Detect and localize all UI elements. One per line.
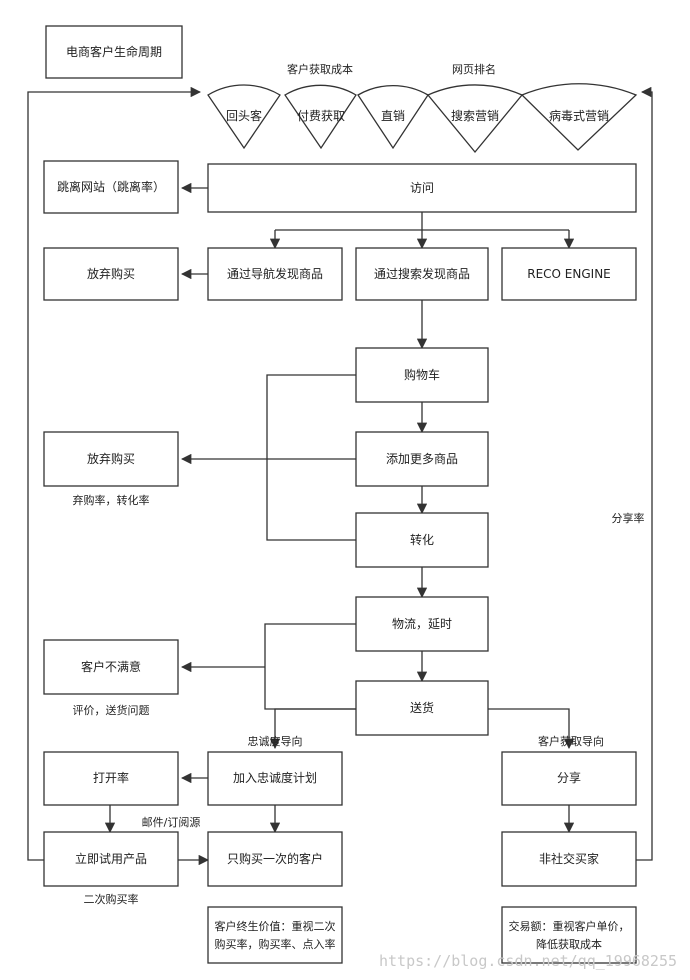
label-review-delivery: 评价，送货问题: [73, 703, 150, 717]
note-gmv-line1: 交易额：重视客户单价，: [509, 919, 630, 933]
label-abandon-conversion: 弃购率，转化率: [73, 493, 150, 507]
box-deliver-label: 送货: [410, 700, 434, 715]
box-logistics: [355, 596, 489, 652]
box-cart: [355, 347, 489, 403]
note-ltv: [207, 906, 343, 964]
box-addmore-label: 添加更多商品: [386, 451, 458, 466]
box-openrate-label: 打开率: [93, 770, 129, 785]
fan-paid: [284, 84, 357, 150]
channel-paid: 付费获取: [297, 109, 345, 123]
box-visit-label: 访问: [410, 181, 434, 195]
connector-logistics-bypass: [264, 623, 356, 710]
channel-viral: 病毒式营销: [549, 108, 609, 123]
box-search: [355, 247, 489, 301]
label-repurchase-rate: 二次购买率: [84, 892, 139, 906]
connector-cart-convert: [266, 374, 356, 541]
box-share-label: 分享: [557, 770, 581, 785]
box-abandon-2: [43, 431, 179, 487]
box-addmore: [355, 431, 489, 487]
box-unhappy-label: 客户不满意: [81, 659, 141, 674]
connector-loop-returning: [27, 86, 202, 861]
connector-deliver-loyalty: [269, 708, 356, 750]
box-search-label: 通过搜索发现商品: [374, 266, 470, 281]
channel-fans: [207, 83, 638, 154]
box-deliver: [355, 680, 489, 736]
box-nonsocial-label: 非社交买家: [539, 851, 599, 866]
box-cart-label: 购物车: [404, 367, 440, 382]
label-loyalty-oriented: 忠诚度导向: [248, 734, 303, 748]
channel-direct: 直销: [381, 109, 405, 123]
label-email-subscription: 邮件/订阅源: [142, 815, 201, 829]
box-share: [501, 751, 637, 806]
box-once: [207, 831, 343, 887]
connectors: [27, 86, 653, 866]
note-gmv-line2: 降低获取成本: [536, 937, 602, 951]
fan-viral: [520, 83, 638, 151]
note-ltv-line2: 购买率，购买率、点入率: [215, 937, 336, 951]
label-acquisition-oriented: 客户获取导向: [538, 734, 604, 748]
box-convert: [355, 512, 489, 568]
box-openrate: [43, 751, 179, 806]
channel-returning: 回头客: [226, 108, 262, 123]
fan-returning: [207, 84, 281, 150]
title-text: 电商客户生命周期: [66, 44, 162, 59]
box-trial-label: 立即试用产品: [75, 851, 147, 866]
channel-search: 搜索营销: [451, 108, 499, 123]
box-unhappy: [43, 639, 179, 695]
box-loyalty-label: 加入忠诚度计划: [233, 770, 317, 785]
label-share-rate: 分享率: [612, 511, 645, 525]
box-abandon-1-label: 放弃购买: [87, 266, 135, 281]
box-nonsocial: [501, 831, 637, 887]
label-page-rank: 网页排名: [452, 62, 496, 76]
connector-deliver-share: [488, 708, 575, 750]
connector-loop-sharing: [636, 86, 653, 861]
note-gmv: [501, 906, 637, 964]
box-reco-label: RECO ENGINE: [527, 267, 611, 281]
box-loyalty: [207, 751, 343, 806]
title-box: [45, 25, 183, 79]
label-acquisition-cost: 客户获取成本: [287, 62, 353, 76]
box-convert-label: 转化: [410, 532, 434, 547]
box-visit: [207, 163, 637, 213]
box-bounce: [43, 160, 179, 214]
box-logistics-label: 物流，延时: [392, 617, 452, 631]
box-nav: [207, 247, 343, 301]
box-once-label: 只购买一次的客户: [227, 851, 323, 866]
box-abandon-2-label: 放弃购买: [87, 451, 135, 466]
watermark-text: https://blog.csdn.net/qq_19968255: [379, 952, 677, 970]
box-bounce-label: 跳离网站（跳离率）: [57, 179, 165, 194]
note-ltv-line1: 客户终生价值：重视二次: [215, 919, 336, 933]
box-trial: [43, 831, 179, 887]
box-abandon-1: [43, 247, 179, 301]
box-nav-label: 通过导航发现商品: [227, 266, 323, 281]
box-reco: [501, 247, 637, 301]
